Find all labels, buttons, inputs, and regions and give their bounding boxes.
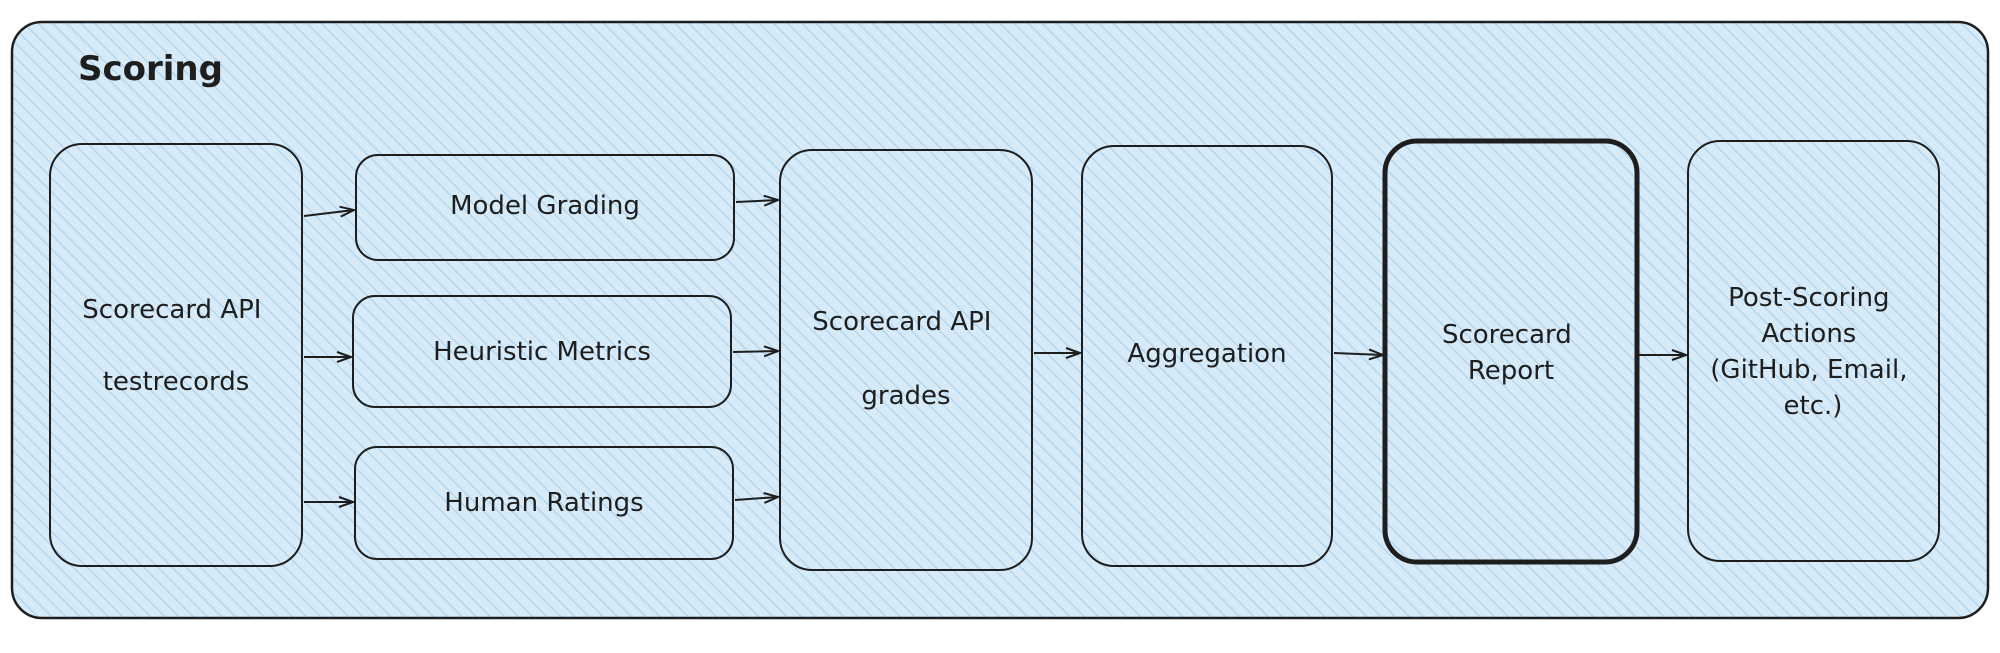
arrow-model-grading-to-grades — [735, 200, 778, 202]
arrow-heuristic-metrics-to-grades — [732, 351, 778, 352]
node-grades-line-2: grades — [861, 381, 950, 411]
node-heuristic-metrics-label: Heuristic Metrics — [433, 337, 651, 367]
node-model-grading-box — [355, 154, 735, 261]
node-grades-box — [779, 149, 1033, 571]
node-report-line-1: Scorecard — [1442, 320, 1572, 350]
arrow-aggregation-to-report — [1333, 353, 1383, 355]
node-post-scoring-line-3: (GitHub, Email, — [1710, 355, 1907, 385]
node-aggregation-box — [1081, 145, 1333, 567]
node-report-box — [1382, 138, 1640, 565]
diagram-title: Scoring — [78, 49, 223, 89]
arrow-human-ratings-to-grades — [734, 497, 778, 500]
node-heuristic-metrics-box — [352, 295, 732, 408]
node-grades-label: Scorecard API grades — [812, 307, 999, 411]
node-testrecords-box — [49, 143, 303, 567]
node-post-scoring-box — [1687, 140, 1940, 562]
node-human-ratings-box — [354, 446, 734, 560]
node-report-label: Scorecard Report — [1442, 320, 1580, 386]
node-post-scoring-line-1: Post-Scoring — [1728, 283, 1889, 313]
node-post-scoring-line-2: Actions — [1761, 319, 1856, 349]
node-model-grading-label: Model Grading — [450, 191, 640, 221]
node-testrecords-line-2: testrecords — [103, 367, 250, 397]
node-human-ratings-label: Human Ratings — [444, 488, 643, 518]
node-grades-line-1: Scorecard API — [812, 307, 991, 337]
node-post-scoring-label: Post-Scoring Actions (GitHub, Email, etc… — [1710, 283, 1915, 421]
arrow-testrecords-to-model-grading — [303, 210, 354, 216]
node-testrecords-line-1: Scorecard API — [82, 295, 261, 325]
node-post-scoring-line-4: etc.) — [1784, 391, 1843, 421]
node-report-line-2: Report — [1468, 356, 1554, 386]
node-aggregation-label: Aggregation — [1127, 339, 1286, 369]
node-testrecords-label: Scorecard API testrecords — [82, 295, 269, 397]
